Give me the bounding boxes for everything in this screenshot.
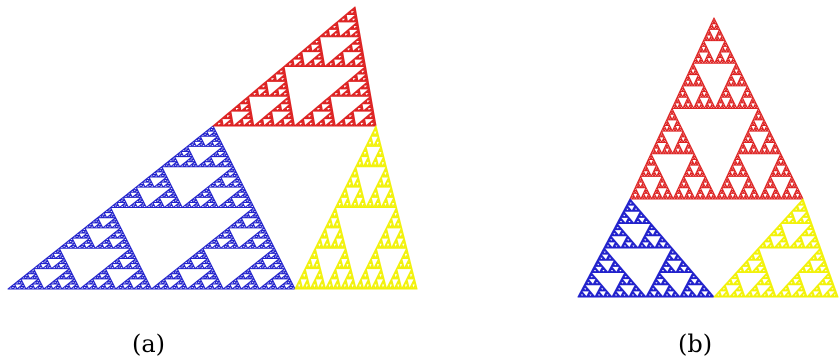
panel-a-red-sierpinski bbox=[213, 7, 376, 126]
panel-a-sierpinski-figure bbox=[8, 7, 417, 289]
panel-a-yellow-sierpinski bbox=[295, 126, 417, 289]
b-red-gasket bbox=[630, 18, 803, 199]
panel-b-red-sierpinski bbox=[630, 18, 803, 199]
caption-b: (b) bbox=[678, 332, 712, 356]
panel-a-blue-sierpinski bbox=[8, 126, 295, 289]
panel-b-yellow-sierpinski bbox=[714, 199, 838, 297]
caption-a: (a) bbox=[132, 332, 165, 356]
panel-b-blue-sierpinski bbox=[578, 199, 714, 297]
a-yellow-gasket bbox=[295, 126, 417, 289]
a-blue-gasket bbox=[8, 126, 295, 289]
b-blue-gasket bbox=[578, 199, 714, 297]
b-yellow-gasket bbox=[714, 199, 838, 297]
a-red-gasket bbox=[213, 7, 376, 126]
panel-b-sierpinski-figure bbox=[578, 18, 838, 297]
